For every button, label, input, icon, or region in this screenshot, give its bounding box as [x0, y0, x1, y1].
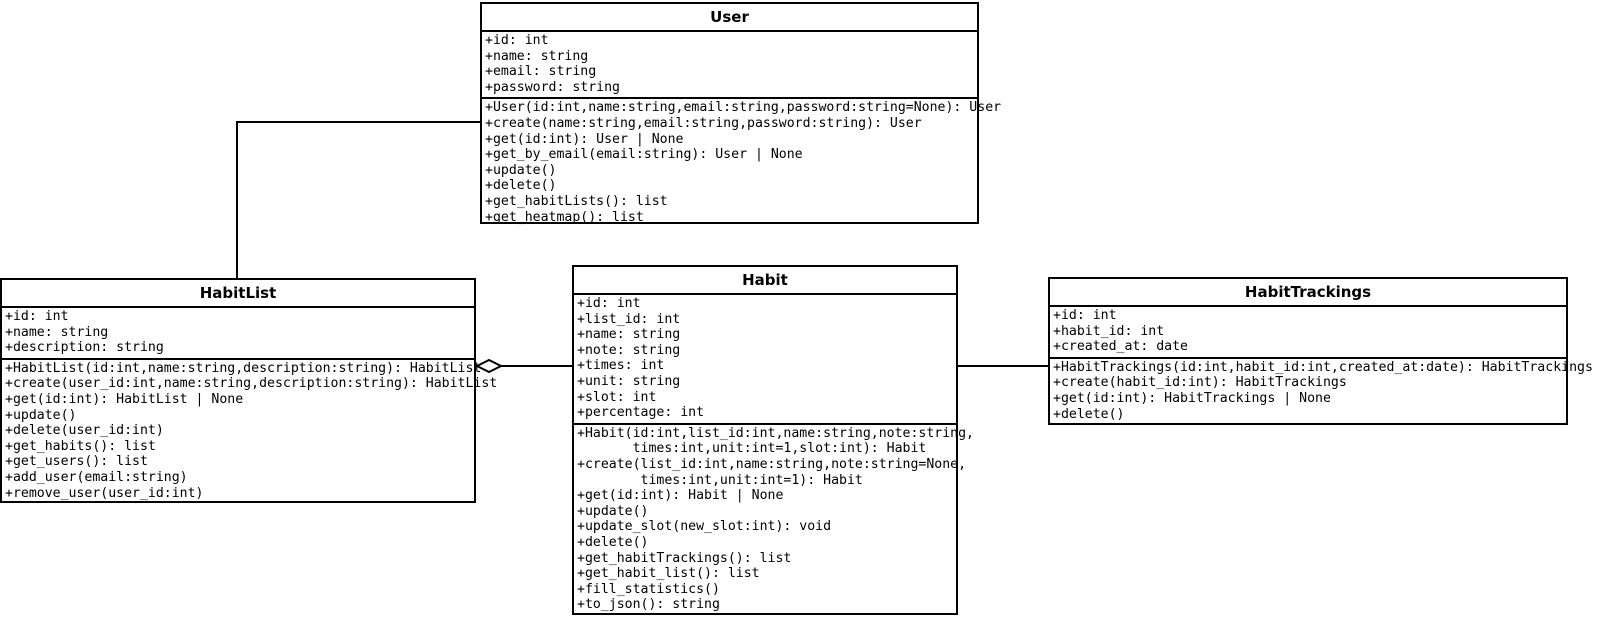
class-title-habitlist: HabitList — [2, 280, 474, 308]
method-row: +create(list_id:int,name:string,note:str… — [577, 456, 967, 472]
class-methods-user: +User(id:int,name:string,email:string,pa… — [482, 99, 1002, 227]
class-attributes-habittrackings: +id: int +habit_id: int +created_at: dat… — [1050, 307, 1566, 359]
method-row: times:int,unit:int=1,slot:int): Habit — [577, 441, 927, 457]
method-row: +update_slot(new_slot:int): void — [577, 519, 832, 535]
method-row: +get(id:int): HabitTrackings | None — [1053, 390, 1331, 406]
method-row: +get_habitLists(): list — [485, 193, 668, 209]
method-row: +get_users(): list — [5, 454, 148, 470]
method-row: +add_user(email:string) — [5, 469, 188, 485]
attribute-row: +name: string — [5, 324, 109, 340]
class-methods-habitlist: +HabitList(id:int,name:string,descriptio… — [2, 360, 498, 503]
method-row: +get_heatmap(): list — [485, 209, 644, 225]
attribute-row: +list_id: int — [577, 311, 681, 327]
method-row: +get_by_email(email:string): User | None — [485, 147, 803, 163]
method-row: +update() — [485, 162, 557, 178]
method-row: +HabitList(id:int,name:string,descriptio… — [5, 360, 482, 376]
method-row: +update() — [5, 407, 77, 423]
class-title-user: User — [482, 4, 977, 32]
method-row: +create(habit_id:int): HabitTrackings — [1053, 375, 1347, 391]
attribute-row: +id: int — [5, 309, 69, 324]
method-row: +get_habit_list(): list — [577, 566, 760, 582]
attribute-row: +name: string — [577, 327, 681, 343]
attribute-row: +unit: string — [577, 373, 681, 389]
method-row: +get(id:int): Habit | None — [577, 488, 784, 504]
method-row: +get_habits(): list — [5, 438, 156, 454]
connector-habitlist-habit — [476, 365, 572, 367]
class-attributes-habitlist: +id: int +name: string +description: str… — [2, 308, 474, 360]
attribute-row: +percentage: int — [577, 405, 705, 421]
method-row: +update() — [577, 503, 649, 519]
method-row: +create(user_id:int,name:string,descript… — [5, 376, 498, 392]
method-row: +to_json(): string — [577, 597, 720, 613]
class-box-habitlist[interactable]: HabitList +id: int +name: string +descri… — [0, 278, 498, 503]
connector-habit-habittrackings — [956, 365, 1050, 367]
method-row: +User(id:int,name:string,email:string,pa… — [485, 100, 1002, 116]
method-row: +fill_statistics() — [577, 581, 720, 597]
method-row: +delete(user_id:int) — [5, 423, 164, 439]
method-row: +get(id:int): HabitList | None — [5, 391, 244, 407]
class-title-habittrackings: HabitTrackings — [1050, 279, 1566, 307]
class-attributes-user: +id: int +name: string +email: string +p… — [482, 32, 977, 100]
method-row: times:int,unit:int=1): Habit — [577, 472, 863, 488]
attribute-row: +id: int — [577, 296, 641, 311]
method-row: +HabitTrackings(id:int,habit_id:int,crea… — [1053, 359, 1593, 375]
aggregation-diamond-icon — [476, 359, 502, 373]
method-row: +delete() — [485, 178, 557, 194]
attribute-row: +created_at: date — [1053, 339, 1188, 355]
method-row: +get(id:int): User | None — [485, 131, 684, 147]
class-methods-habittrackings: +HabitTrackings(id:int,habit_id:int,crea… — [1050, 359, 1593, 424]
attribute-row: +slot: int — [577, 389, 657, 405]
method-row: +create(name:string,email:string,passwor… — [485, 115, 922, 131]
method-row: +Habit(id:int,list_id:int,name:string,no… — [577, 425, 974, 441]
class-title-habit: Habit — [574, 267, 956, 295]
attribute-row: +note: string — [577, 342, 681, 358]
method-row: +get_habitTrackings(): list — [577, 550, 792, 566]
method-row: +delete() — [577, 534, 649, 550]
class-box-user[interactable]: User +id: int +name: string +email: stri… — [480, 2, 1002, 227]
attribute-row: +id: int — [1053, 308, 1117, 323]
attribute-row: +email: string — [485, 64, 597, 80]
attribute-row: +times: int — [577, 358, 665, 374]
class-attributes-habit: +id: int +list_id: int +name: string +no… — [574, 295, 956, 425]
attribute-row: +password: string — [485, 79, 620, 95]
class-methods-habit: +Habit(id:int,list_id:int,name:string,no… — [574, 425, 974, 615]
attribute-row: +habit_id: int — [1053, 323, 1165, 339]
connector-user-habitlist-horizontal — [236, 121, 482, 123]
attribute-row: +description: string — [5, 340, 164, 356]
method-row: +delete() — [1053, 406, 1125, 422]
method-row: +remove_user(user_id:int) — [5, 485, 204, 501]
class-box-habit[interactable]: Habit +id: int +list_id: int +name: stri… — [572, 265, 974, 615]
class-box-habittrackings[interactable]: HabitTrackings +id: int +habit_id: int +… — [1048, 277, 1593, 425]
connector-user-habitlist-vertical — [236, 121, 238, 280]
attribute-row: +id: int — [485, 33, 549, 48]
attribute-row: +name: string — [485, 48, 589, 64]
